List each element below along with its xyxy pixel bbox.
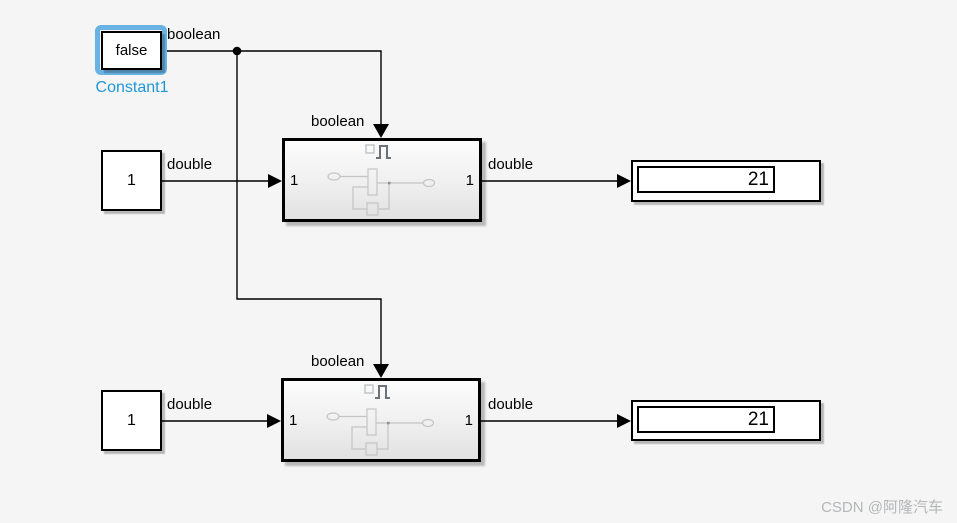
display-block-top[interactable]: 21 [631,160,821,202]
enable-pulse-icon [376,145,391,159]
signal-type-label-double-top-out: double [488,156,534,173]
enable-pulse-icon [375,385,390,399]
display-top-value: 21 [747,168,769,190]
thumbnail-block-icon [367,168,378,196]
enabled-subsystem-icon [327,144,436,216]
constant-one-top-block[interactable]: 1 [101,150,162,211]
branch-dot [232,46,242,56]
enable-pulse-square-icon [365,144,375,154]
constant-one-top-value: 1 [127,171,136,189]
signal-type-label-double-bottom-out: double [488,396,534,413]
enabled-subsystem-top[interactable]: 1 1 [282,138,482,222]
thumbnail-outport-icon [422,178,436,188]
thumbnail-outport-icon [421,418,435,428]
thumbnail-feedback-block-icon [366,202,379,216]
enabled-subsystem-icon [326,384,435,456]
enable-arrowhead-sub2 [373,364,389,378]
display-block-bottom[interactable]: 21 [631,400,821,441]
enabled-subsystem-bottom[interactable]: 1 1 [281,378,481,462]
enable-pulse-square-icon [364,384,374,394]
csdn-watermark: CSDN @阿隆汽车 [821,499,943,516]
inport-arrowhead-sub2 [267,414,281,428]
thumbnail-inport-icon [327,172,341,181]
subsystem-bottom-outport-label: 1 [464,412,473,429]
thumbnail-junction-dot [387,421,390,425]
thumbnail-block-icon [366,408,377,436]
constant-one-bottom-value: 1 [127,411,136,429]
signal-type-label-boolean-source: boolean [167,26,221,43]
subsystem-top-inport-label: 1 [290,172,299,189]
constant-false-name-label[interactable]: Constant1 [95,79,169,96]
constant-false-block[interactable]: false [101,31,162,70]
display-bottom-value: 21 [747,408,769,430]
constant-one-bottom-block[interactable]: 1 [101,390,162,451]
signal-type-label-boolean-sub2: boolean [311,353,365,370]
inport-arrowhead-display2 [617,414,631,428]
enable-arrowhead-sub1 [373,124,389,138]
thumbnail-feedback-block-icon [365,442,378,456]
subsystem-bottom-inport-label: 1 [289,412,298,429]
signal-type-label-boolean-sub1: boolean [311,113,365,130]
display-bottom-value-field: 21 [637,406,775,433]
subsystem-top-outport-label: 1 [465,172,474,189]
signal-type-label-double-bottom-in: double [167,396,213,413]
selection-highlight [95,25,167,75]
constant-false-value: false [115,42,148,59]
inport-arrowhead-display1 [617,174,631,188]
display-top-value-field: 21 [637,166,775,193]
wire-boolean-branch [236,51,382,365]
inport-arrowhead-sub1 [268,174,282,188]
signal-type-label-double-top-in: double [167,156,213,173]
thumbnail-inport-icon [326,412,340,421]
thumbnail-junction-dot [388,181,391,185]
